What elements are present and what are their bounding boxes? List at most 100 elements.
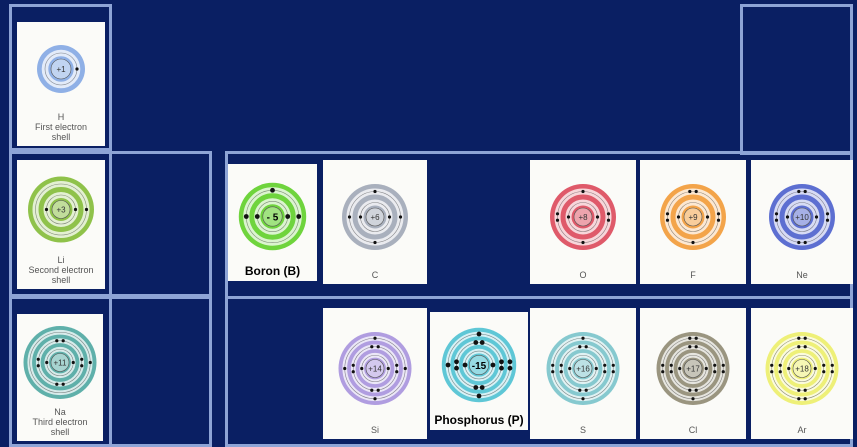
electron	[551, 364, 554, 367]
electron	[797, 345, 800, 348]
atom-caption-line: S	[530, 425, 636, 435]
atom-caption: O	[530, 270, 636, 280]
electron	[370, 345, 373, 348]
electron	[74, 208, 77, 211]
electron	[706, 215, 709, 218]
electron	[705, 367, 708, 370]
electron	[296, 214, 301, 219]
electron	[387, 367, 390, 370]
electron	[804, 389, 807, 392]
atom-card-phosphorus: -15Phosphorus (P)	[430, 312, 528, 430]
atom-caption: LiSecond electronshell	[17, 255, 105, 285]
electron	[89, 361, 92, 364]
atom-caption-line: Boron (B)	[228, 265, 317, 278]
electron	[377, 345, 380, 348]
electron	[348, 215, 351, 218]
electron	[688, 345, 691, 348]
atom-caption: Si	[323, 425, 427, 435]
electron	[612, 364, 615, 367]
electron	[831, 370, 834, 373]
electron	[775, 219, 778, 222]
electron	[556, 219, 559, 222]
electron	[691, 241, 694, 244]
atom-caption-line: shell	[17, 275, 105, 285]
electron	[373, 190, 376, 193]
electron	[814, 367, 817, 370]
electron	[581, 241, 584, 244]
electron	[607, 212, 610, 215]
bohr-model: +3	[17, 160, 105, 259]
electron	[581, 190, 584, 193]
bohr-model: +6	[323, 160, 427, 274]
electron	[360, 367, 363, 370]
electron	[688, 337, 691, 340]
atom-caption-line: O	[530, 270, 636, 280]
electron	[373, 337, 376, 340]
electron	[787, 367, 790, 370]
atom-caption: Ar	[751, 425, 853, 435]
electron	[72, 361, 75, 364]
electron	[717, 212, 720, 215]
electron	[359, 215, 362, 218]
electron	[578, 389, 581, 392]
atom-caption-line: First electron	[17, 122, 105, 132]
electron	[603, 370, 606, 373]
electron	[797, 389, 800, 392]
electron	[695, 345, 698, 348]
atom-caption: Phosphorus (P)	[430, 414, 528, 427]
electron	[270, 188, 275, 193]
electron	[581, 337, 584, 340]
electron	[395, 370, 398, 373]
electron	[567, 215, 570, 218]
electron	[678, 367, 681, 370]
electron	[62, 339, 65, 342]
electron	[713, 364, 716, 367]
atom-card-boron: - 5Boron (B)	[228, 164, 317, 281]
atom-card-argon: +18Ar	[751, 308, 853, 439]
electron	[695, 389, 698, 392]
atom-caption: Ne	[751, 270, 853, 280]
electron	[831, 364, 834, 367]
electron	[499, 359, 504, 364]
electron	[480, 340, 485, 345]
electron	[607, 219, 610, 222]
electron	[37, 358, 40, 361]
atom-card-silicon: +14Si	[323, 308, 427, 439]
electron	[399, 215, 402, 218]
atom-caption-line: Si	[323, 425, 427, 435]
nucleus-charge-label: -15	[472, 361, 487, 372]
nucleus-charge-label: +9	[688, 213, 698, 222]
electron	[388, 215, 391, 218]
electron	[670, 364, 673, 367]
electron	[822, 370, 825, 373]
atom-caption: Cl	[640, 425, 746, 435]
electron	[454, 366, 459, 371]
electron	[55, 383, 58, 386]
nucleus-charge-label: +17	[686, 365, 700, 374]
atom-caption: C	[323, 270, 427, 280]
electron	[578, 345, 581, 348]
electron	[695, 337, 698, 340]
frame-period3-group2	[109, 296, 212, 447]
atom-caption: Boron (B)	[228, 265, 317, 278]
nucleus-charge-label: +10	[795, 213, 809, 222]
atom-caption-line: Second electron	[17, 265, 105, 275]
electron	[477, 332, 482, 337]
electron	[255, 214, 260, 219]
electron	[480, 385, 485, 390]
bohr-model: -15	[430, 312, 528, 418]
electron	[797, 190, 800, 193]
electron	[85, 208, 88, 211]
electron	[804, 337, 807, 340]
atom-caption: S	[530, 425, 636, 435]
electron	[370, 389, 373, 392]
electron	[722, 364, 725, 367]
electron	[473, 340, 478, 345]
atom-caption: F	[640, 270, 746, 280]
electron	[395, 364, 398, 367]
electron	[473, 385, 478, 390]
atom-card-chlorine: +17Cl	[640, 308, 746, 439]
electron	[404, 367, 407, 370]
